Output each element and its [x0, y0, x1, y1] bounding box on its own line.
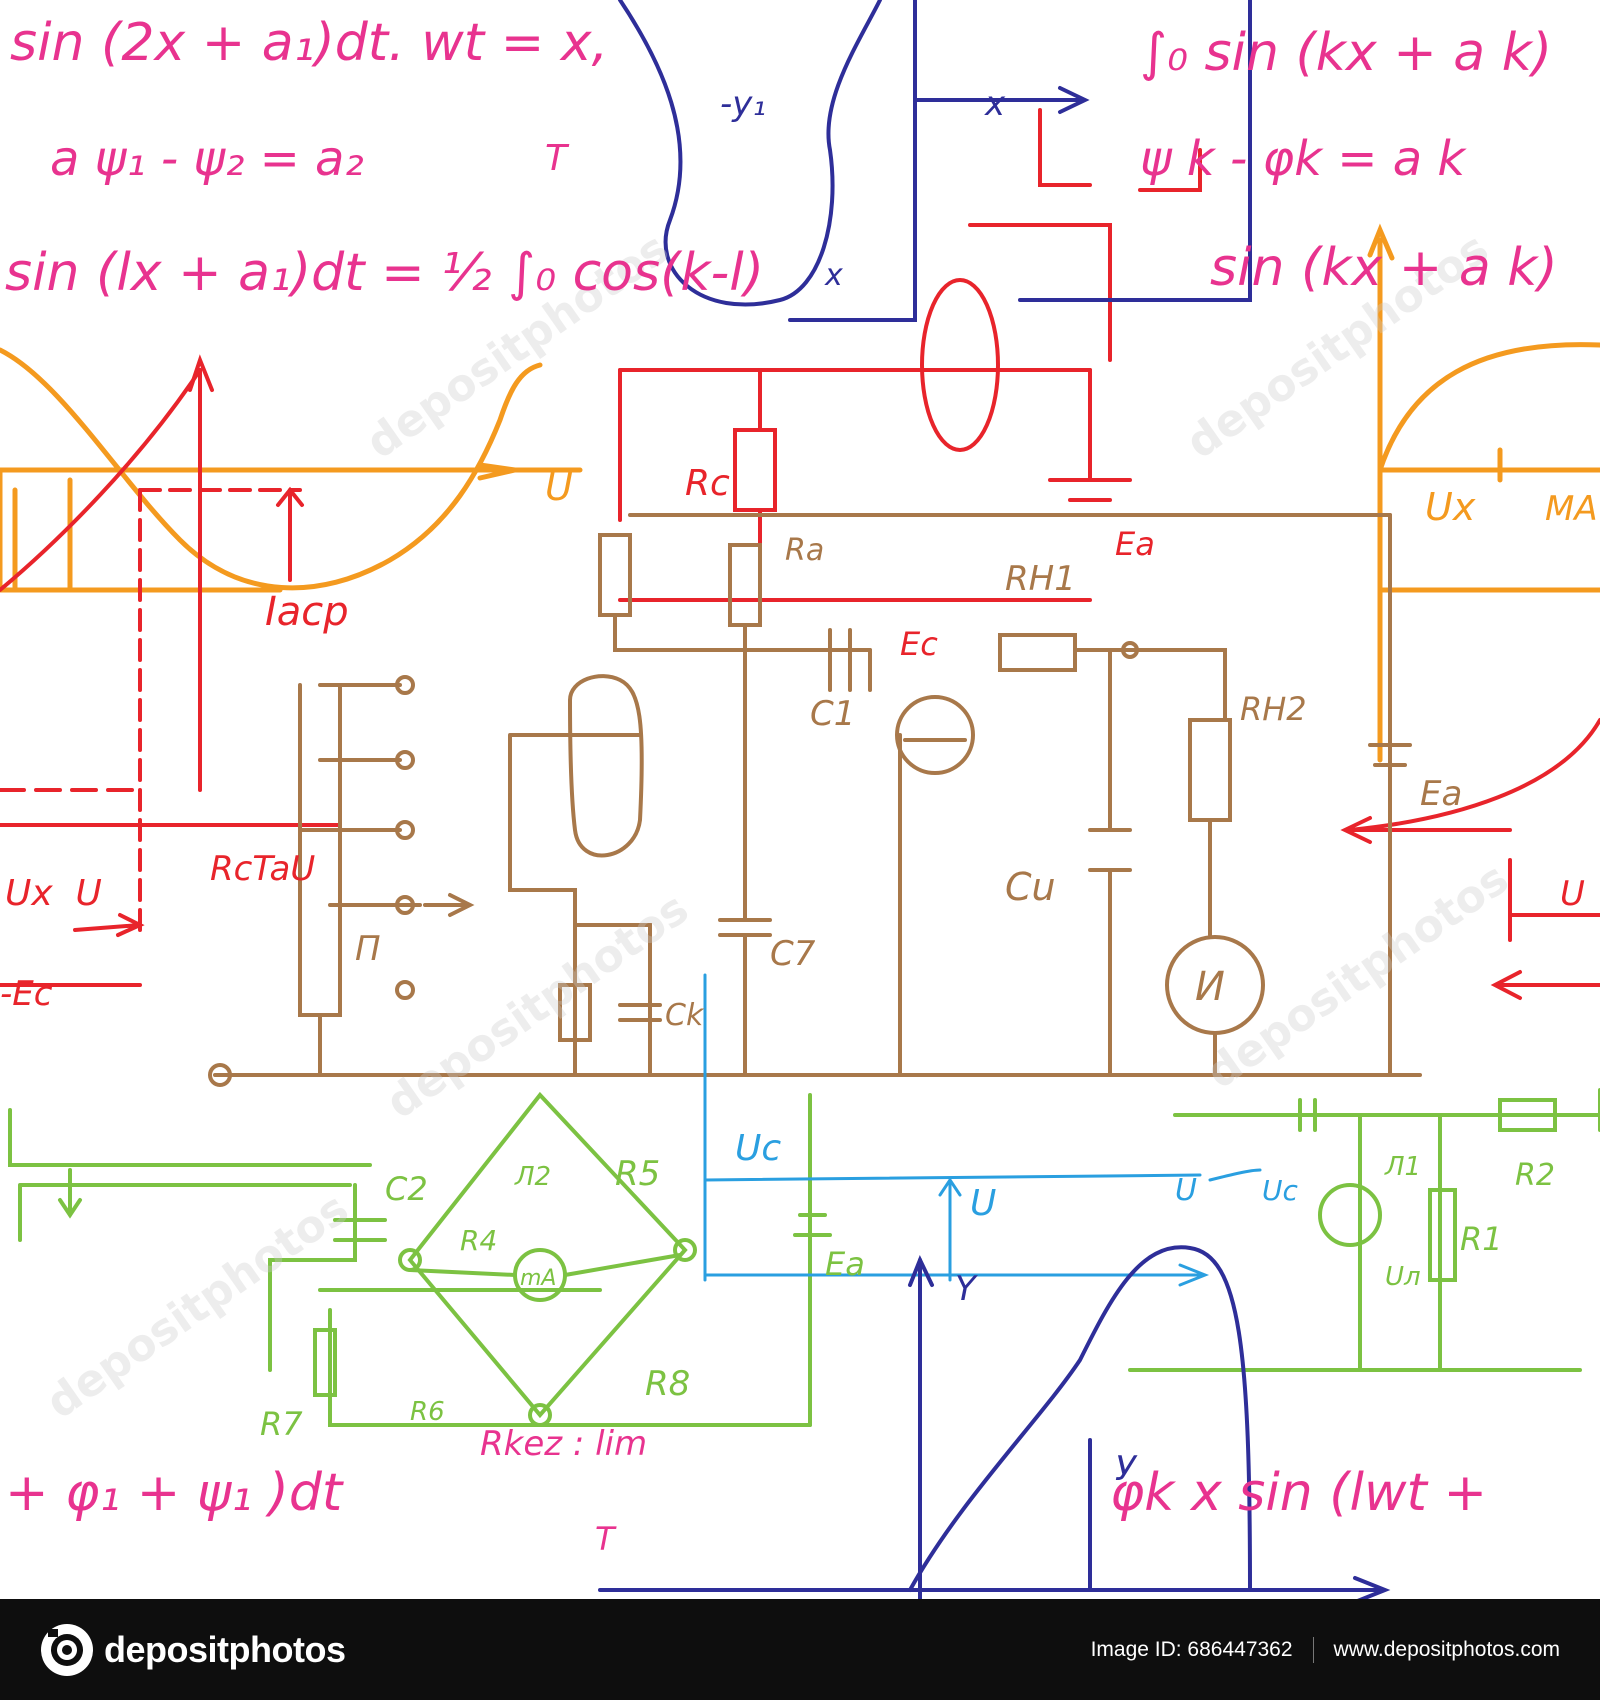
image-id: Image ID: 686447362 — [1090, 1638, 1293, 1661]
navy-curves — [598, 0, 1391, 1599]
footer-info: Image ID: 686447362 www.depositphotos.co… — [1091, 1637, 1560, 1663]
label-c7: C7 — [770, 934, 816, 974]
label-ea-green: Ea — [825, 1245, 865, 1283]
label-r2: R2 — [1515, 1158, 1555, 1193]
formula-10: φk x sin (lwt + — [1110, 1463, 1487, 1523]
brown-circuit — [208, 513, 1422, 1087]
label-r4: R4 — [460, 1224, 497, 1257]
formula-9: + φ₁ + ψ₁ )dt — [5, 1463, 344, 1523]
label-ec: Ec — [900, 625, 938, 663]
label-rh2: RH2 — [1240, 690, 1307, 728]
label-y-right: У — [1115, 1449, 1138, 1489]
label-rc: Rc — [685, 463, 730, 504]
label-ra: Ra — [785, 533, 824, 568]
formula-text: sin (2x + a₁)dt. wt = x, ∫₀ sin (kx + a … — [5, 13, 1558, 1558]
label-u-right-red: U — [1560, 874, 1585, 914]
formula-6: sin (lx + a₁)dt = ½ ∫₀ cos(k-l) — [5, 243, 764, 303]
svg-text:depositphotos: depositphotos — [1197, 853, 1518, 1099]
label-r5: R5 — [615, 1154, 660, 1194]
label-r1: R1 — [1460, 1220, 1503, 1258]
circuit-label-text: Rc Ra RH1 Ea Ec C1 RH2 Ea Cu C7 Ck П И R… — [0, 84, 1598, 1489]
label-c1: C1 — [810, 694, 855, 734]
label-l1: Л1 — [1384, 1152, 1421, 1182]
brand-name: depositphotos — [104, 1629, 346, 1670]
svg-text:depositphotos: depositphotos — [37, 1183, 358, 1429]
label-u-blue: U — [970, 1183, 996, 1224]
footer-bar: depositphotos Image ID: 686447362 www.de… — [0, 1599, 1600, 1700]
label-u-orange: U — [545, 465, 573, 509]
formula-5: ψ k - φk = a k — [1140, 131, 1467, 187]
label-uc-right: Uc — [1262, 1174, 1298, 1207]
label-ea-top: Ea — [1115, 525, 1155, 563]
formula-2: ∫₀ sin (kx + a k) — [1140, 23, 1552, 83]
label-y-bottom: Y — [955, 1269, 978, 1309]
label-x-mid: x — [824, 258, 843, 293]
label-ea-right: Ea — [1420, 774, 1462, 814]
handwritten-electronics-sheet: depositphotos depositphotos depositphoto… — [0, 0, 1600, 1599]
orange-waveform-left — [0, 347, 583, 593]
label-p: П — [355, 929, 381, 969]
formula-4: T — [545, 138, 570, 179]
label-rh1: RH1 — [1005, 559, 1076, 599]
camera-logo-icon — [41, 1624, 93, 1676]
label-y1: -y₁ — [720, 84, 766, 124]
label-rctau: RcTaU — [210, 849, 315, 889]
green-circuit — [8, 1088, 1600, 1427]
label-u-right: U — [1175, 1173, 1197, 1208]
label-ma: mA — [520, 1266, 556, 1291]
label-un: Uл — [1385, 1262, 1421, 1292]
label-uc-blue: Uc — [735, 1128, 781, 1169]
blue-circuit — [703, 973, 1262, 1287]
label-ux: Ux U — [5, 873, 102, 914]
brand-logo: depositphotos — [40, 1623, 346, 1677]
orange-waveform-right — [1367, 223, 1600, 763]
label-ec-left: -Ec — [0, 974, 53, 1014]
label-ma-right: МА — [1545, 489, 1598, 529]
formula-3: a ψ₁ - ψ₂ = a₂ — [50, 131, 364, 187]
label-r6: R6 — [410, 1397, 445, 1427]
label-l2: Л2 — [514, 1162, 551, 1192]
formula-11: Rkez : lim — [480, 1424, 647, 1464]
label-r7: R7 — [260, 1405, 303, 1443]
formula-7: sin (kx + a k) — [1210, 238, 1558, 298]
label-i: И — [1195, 964, 1225, 1010]
formula-1: sin (2x + a₁)dt. wt = x, — [10, 13, 608, 73]
formula-12: T — [595, 1520, 617, 1558]
label-ck: Ck — [665, 998, 705, 1033]
formula-8: Iacp — [265, 589, 349, 635]
label-ux-right: Ux — [1425, 485, 1476, 529]
site-link[interactable]: www.depositphotos.com — [1333, 1638, 1560, 1661]
footer-divider — [1312, 1637, 1314, 1663]
label-x-top: x — [984, 84, 1006, 124]
label-c2: C2 — [385, 1170, 428, 1208]
label-cu: Cu — [1005, 865, 1056, 909]
label-r8: R8 — [645, 1364, 690, 1404]
